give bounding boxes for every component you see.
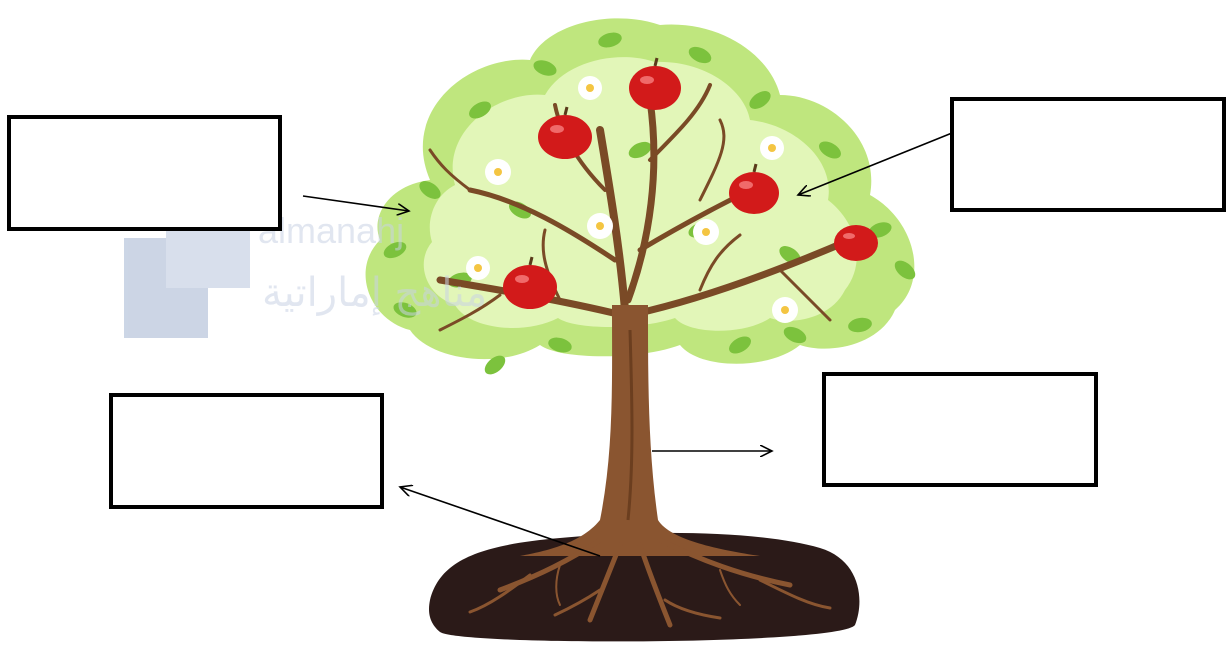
label-box-branches[interactable]: [7, 115, 282, 231]
label-box-trunk[interactable]: [822, 372, 1098, 487]
arrow-to-roots: [400, 487, 600, 556]
label-box-roots[interactable]: [109, 393, 384, 509]
label-box-fruit[interactable]: [950, 97, 1226, 212]
